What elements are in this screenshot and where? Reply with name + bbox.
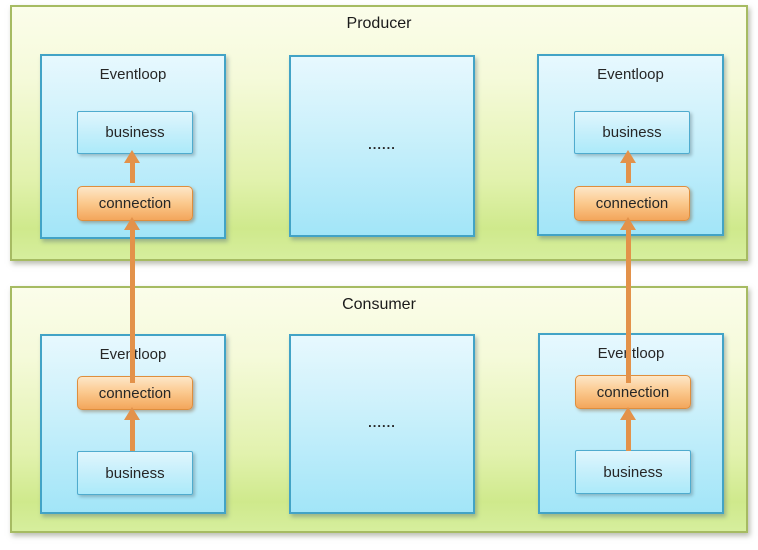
producer-right-connection-node: connection bbox=[574, 186, 690, 221]
consumer-left-business-node: business bbox=[77, 451, 193, 495]
producer-left-connection-node: connection bbox=[77, 186, 193, 221]
producer-left-business-node: business bbox=[77, 111, 193, 154]
consumer-section: Consumer Eventloop connection business .… bbox=[10, 286, 748, 533]
producer-right-business-node: business bbox=[574, 111, 690, 154]
producer-section: Producer Eventloop business connection .… bbox=[10, 5, 748, 261]
consumer-eventloop-right: Eventloop connection business bbox=[538, 333, 724, 514]
producer-title: Producer bbox=[346, 15, 412, 32]
ellipsis-label: ...... bbox=[368, 137, 396, 152]
eventloop-label: Eventloop bbox=[99, 346, 167, 363]
consumer-left-connection-node: connection bbox=[77, 376, 193, 410]
consumer-right-connection-node: connection bbox=[575, 375, 691, 409]
eventloop-label: Eventloop bbox=[597, 345, 665, 362]
consumer-eventloop-ellipsis: ...... bbox=[289, 334, 475, 514]
ellipsis-label: ...... bbox=[368, 415, 396, 430]
producer-eventloop-right: Eventloop business connection bbox=[537, 54, 724, 236]
eventloop-label: Eventloop bbox=[597, 66, 664, 83]
producer-eventloop-left: Eventloop business connection bbox=[40, 54, 226, 239]
consumer-eventloop-left: Eventloop connection business bbox=[40, 334, 226, 514]
consumer-title: Consumer bbox=[342, 296, 416, 313]
producer-eventloop-ellipsis: ...... bbox=[289, 55, 475, 237]
consumer-right-business-node: business bbox=[575, 450, 691, 494]
eventloop-label: Eventloop bbox=[99, 66, 167, 83]
